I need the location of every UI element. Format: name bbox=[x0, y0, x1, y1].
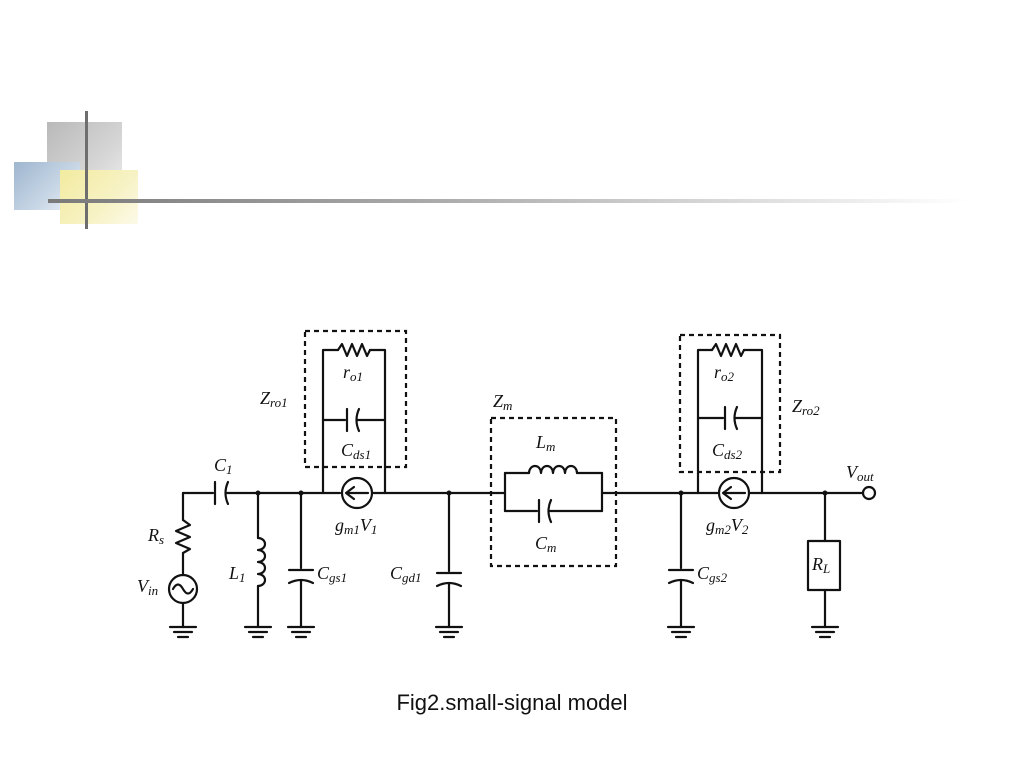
vout-terminal-icon bbox=[861, 485, 877, 501]
title-decoration-vertical-line bbox=[85, 111, 88, 229]
label-cds2: Cds2 bbox=[712, 440, 743, 462]
junction-dot bbox=[446, 490, 452, 496]
title-decoration-horizontal-rule bbox=[48, 199, 968, 203]
label-rl: RL bbox=[811, 554, 830, 576]
junction-dot bbox=[255, 490, 261, 496]
label-zro1: Zro1 bbox=[260, 388, 288, 410]
ground-cgs2-icon bbox=[666, 625, 696, 639]
ground-cgs1-icon bbox=[286, 625, 316, 639]
ground-l1-icon bbox=[243, 625, 273, 639]
label-lm: Lm bbox=[535, 432, 555, 454]
label-ro1: ro1 bbox=[343, 362, 363, 384]
lm-inductor-icon bbox=[527, 464, 579, 475]
label-zm: Zm bbox=[493, 391, 512, 413]
l1-inductor-icon bbox=[256, 536, 267, 588]
gm2-arrow-head bbox=[721, 485, 733, 501]
zro2-left-rail bbox=[696, 348, 714, 495]
label-cds1: Cds1 bbox=[341, 440, 371, 462]
label-cgs2: Cgs2 bbox=[697, 563, 728, 585]
label-vin: Vin bbox=[137, 576, 158, 598]
label-gm2v2: gm2V2 bbox=[706, 515, 749, 537]
ro1-resistor bbox=[336, 342, 372, 358]
title-decoration-yellow-square bbox=[60, 170, 138, 224]
ground-vin-icon bbox=[168, 625, 198, 639]
zro2-dashed-box bbox=[678, 333, 782, 474]
zro1-left-rail bbox=[321, 348, 340, 495]
junction-dot bbox=[678, 490, 684, 496]
label-cgs1: Cgs1 bbox=[317, 563, 347, 585]
label-ro2: ro2 bbox=[714, 362, 735, 384]
label-cgd1: Cgd1 bbox=[390, 563, 422, 585]
ground-rl-icon bbox=[810, 625, 840, 639]
label-zro2: Zro2 bbox=[792, 396, 820, 418]
label-vout: Vout bbox=[846, 462, 874, 484]
label-rs: Rs bbox=[147, 525, 164, 547]
junction-dot bbox=[822, 490, 828, 496]
zro2-right-rail bbox=[742, 348, 764, 495]
ground-cgd1-icon bbox=[434, 625, 464, 639]
zm-dashed-box bbox=[489, 416, 618, 568]
label-l1: L1 bbox=[228, 563, 246, 585]
zro1-right-rail bbox=[368, 348, 387, 495]
junction-dot bbox=[298, 490, 304, 496]
gm1-arrow-head bbox=[344, 485, 356, 501]
vin-sine-icon bbox=[171, 583, 195, 595]
figure-caption: Fig2.small-signal model bbox=[396, 690, 628, 715]
rs-resistor bbox=[174, 518, 192, 555]
label-c1: C1 bbox=[214, 455, 233, 477]
label-gm1v1: gm1V1 bbox=[335, 515, 377, 537]
label-cm: Cm bbox=[535, 533, 556, 555]
ro2-resistor bbox=[710, 342, 746, 358]
zro1-dashed-box bbox=[303, 329, 408, 469]
